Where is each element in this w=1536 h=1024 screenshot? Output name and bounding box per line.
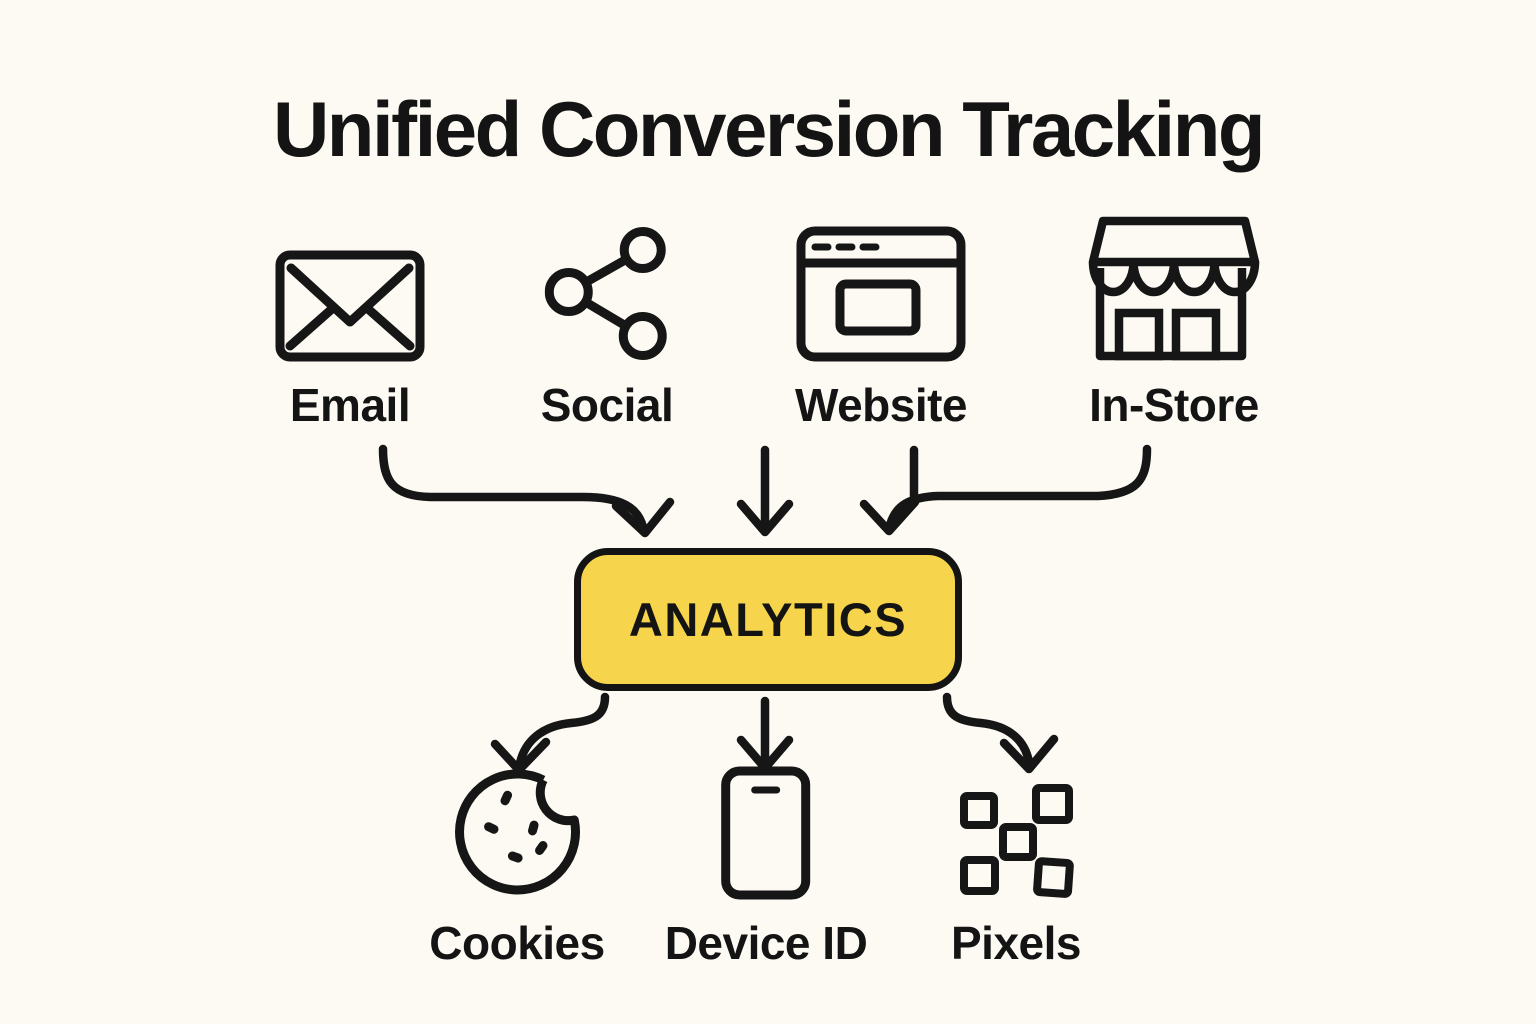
output-label-cookies: Cookies [429,917,605,969]
output-label-pixels: Pixels [951,917,1082,969]
source-label-instore: In-Store [1089,379,1259,431]
source-node-instore: In-Store [1084,214,1264,432]
arrow-analytics-to-cookies [514,692,610,773]
source-node-website: Website [794,214,968,432]
arrowhead-social [736,499,794,537]
pixels-icon [956,760,1076,900]
analytics-node: ANALYTICS [574,548,962,691]
arrow-instore-to-analytics [884,444,1152,535]
analytics-label: ANALYTICS [628,593,908,646]
browser-icon [796,214,966,362]
envelope-icon [275,214,425,362]
source-label-social: Social [540,379,674,431]
arrow-analytics-to-pixels [942,692,1035,772]
source-node-social: Social [541,214,674,432]
arrow-email-to-analytics [378,444,650,537]
arrowhead-email [611,497,675,538]
smartphone-icon [721,760,811,900]
source-node-email: Email [275,214,425,432]
arrowhead-instore [859,497,920,536]
source-label-website: Website [794,379,968,431]
storefront-icon [1084,214,1264,362]
output-label-deviceid: Device ID [664,917,868,969]
output-node-cookies: Cookies [429,760,605,970]
output-node-deviceid: Device ID [665,760,868,970]
cookie-icon [449,760,585,900]
page-title: Unified Conversion Tracking [272,85,1266,173]
share-icon [544,214,669,362]
source-label-email: Email [289,379,411,431]
output-node-pixels: Pixels [951,760,1082,970]
